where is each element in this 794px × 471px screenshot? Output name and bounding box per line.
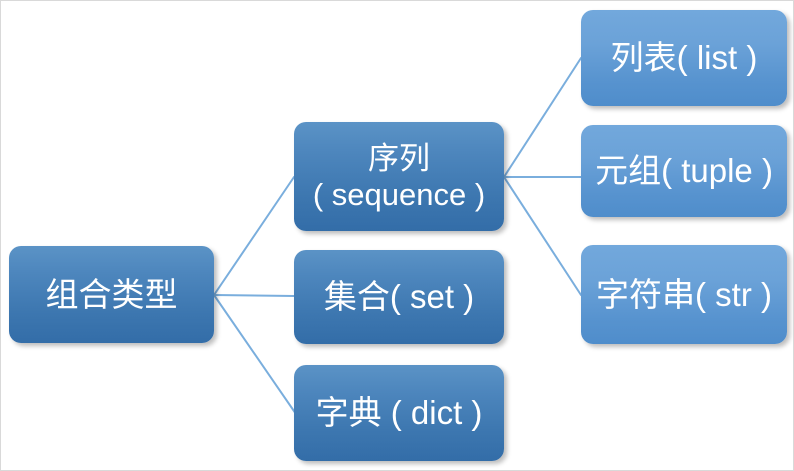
edge-root-to-dict [213,294,297,415]
node-str[interactable]: 字符串( str ) [581,245,787,344]
edge-root-to-sequence [213,176,295,296]
node-composite-type-label: 组合类型 [45,275,178,313]
edge-root-to-set [213,294,295,297]
node-list-label: 列表( list ) [610,39,758,77]
node-sequence[interactable]: 序列 ( sequence ) [294,122,504,231]
node-tuple[interactable]: 元组( tuple ) [581,125,787,217]
node-list[interactable]: 列表( list ) [581,10,787,106]
node-sequence-label-cn: 序列 [368,141,430,177]
node-sequence-label-en: ( sequence ) [312,176,486,212]
edge-sequence-to-str [503,176,582,296]
node-set-label: 集合( set ) [323,278,475,316]
node-composite-type[interactable]: 组合类型 [9,246,214,343]
edge-sequence-to-list [503,57,582,178]
node-dict[interactable]: 字典 ( dict ) [294,365,504,461]
node-dict-label: 字典 ( dict ) [315,394,483,432]
node-tuple-label: 元组( tuple ) [595,152,773,190]
node-str-label: 字符串( str ) [596,275,772,313]
node-set[interactable]: 集合( set ) [294,250,504,344]
